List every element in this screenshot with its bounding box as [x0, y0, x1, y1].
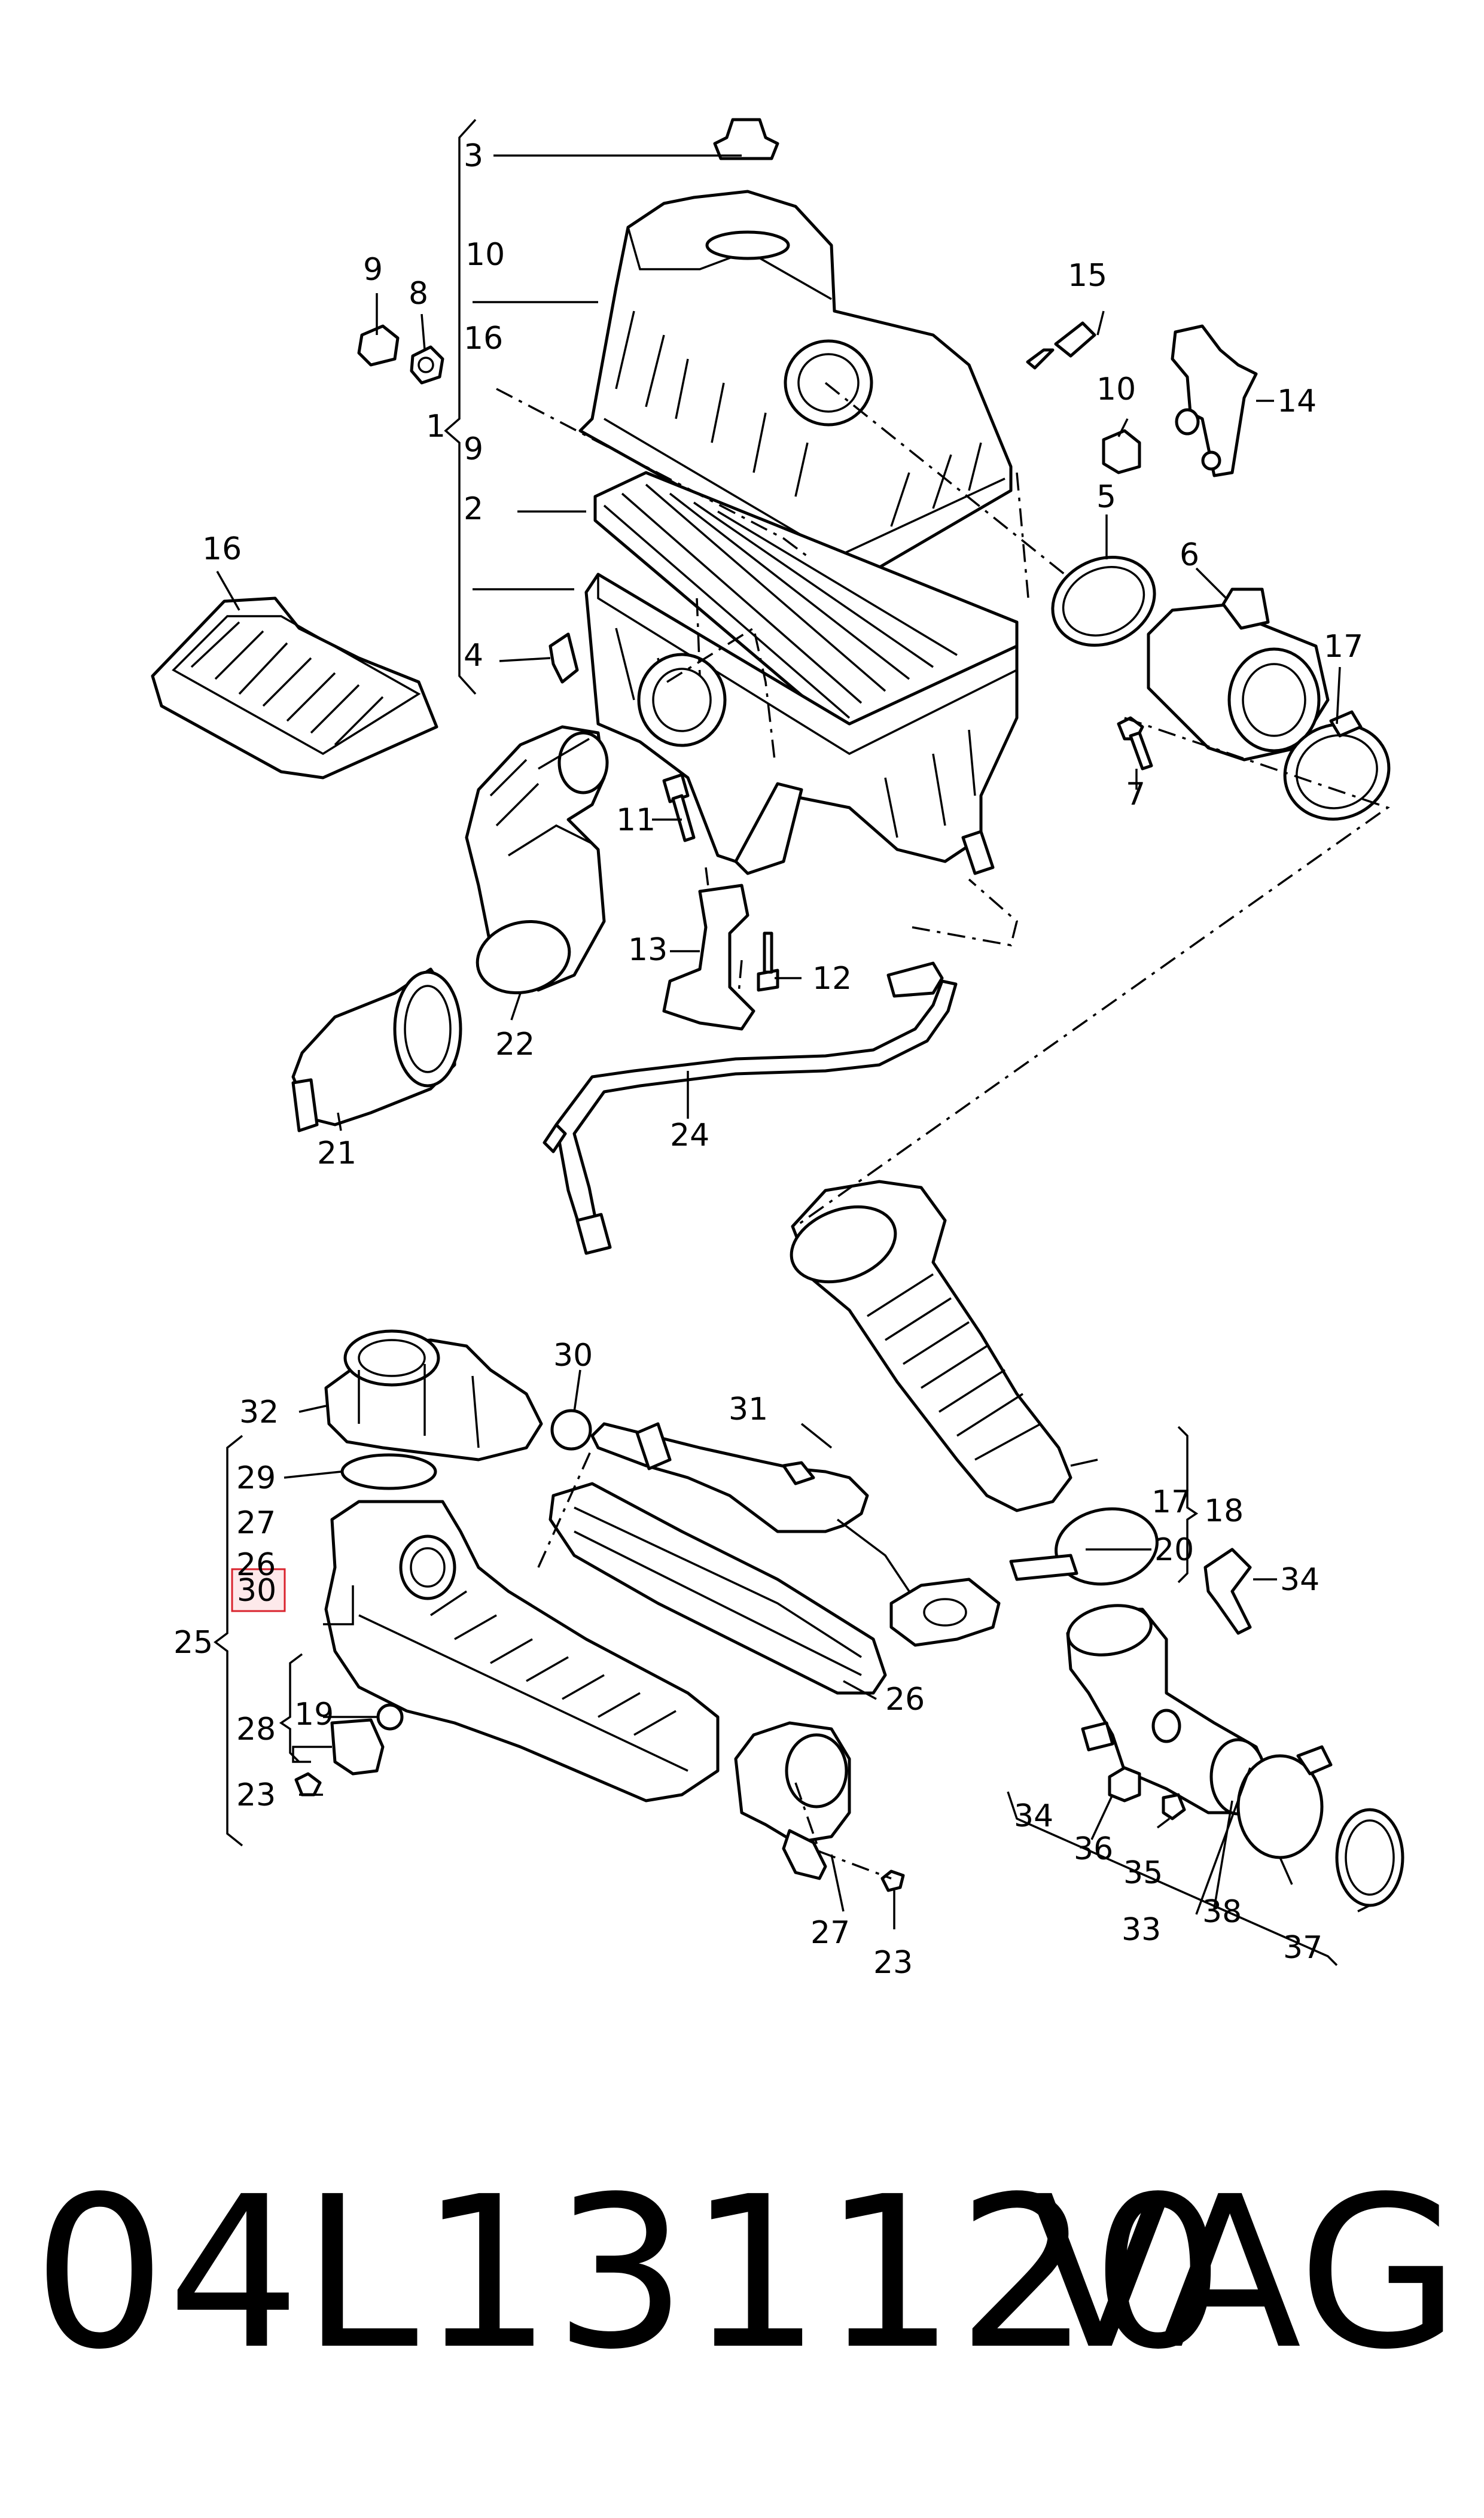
braces	[214, 1426, 1338, 1966]
callout-27-left: 27	[236, 1505, 276, 1541]
callout-31: 31	[729, 1392, 768, 1427]
air-inlet-port	[637, 653, 727, 747]
intake-hose-elbow	[465, 725, 606, 992]
callout-10-top: 10	[465, 237, 505, 273]
highlight-box	[231, 1568, 286, 1612]
callout-26-left: 26	[236, 1547, 276, 1583]
callout-9-top: 9	[363, 252, 383, 288]
cap-grommet	[713, 118, 779, 160]
callout-37: 37	[1283, 1930, 1323, 1966]
callout-18: 18	[1204, 1493, 1244, 1529]
rubber-grommet	[357, 324, 400, 367]
callout-13: 13	[628, 932, 668, 968]
callout-32: 32	[239, 1395, 279, 1430]
mass-air-flow-sensor-group	[1026, 321, 1391, 821]
callout-7: 7	[1126, 777, 1145, 812]
callout-26-right: 26	[885, 1682, 925, 1718]
rubber-mount	[1102, 429, 1141, 474]
callout-16-left: 16	[202, 531, 242, 567]
callout-21: 21	[317, 1135, 356, 1171]
screw	[294, 1772, 322, 1797]
egr-pipe-flange	[889, 1578, 1001, 1647]
callout-6: 6	[1180, 537, 1199, 573]
nut	[1108, 1766, 1141, 1803]
callout-24: 24	[670, 1118, 709, 1153]
callout-1: 1	[426, 409, 446, 444]
callout-2: 2	[464, 491, 483, 527]
callout-14: 14	[1277, 383, 1317, 419]
pre-filter-insert	[151, 596, 438, 780]
o-ring	[550, 1409, 592, 1451]
callout-23-left: 23	[236, 1777, 276, 1813]
hose-connector	[886, 961, 944, 998]
footer: 04L131120 VAG	[0, 2148, 1484, 2435]
callout-17-top: 17	[1324, 629, 1363, 665]
bracket-breather-group	[543, 773, 958, 1255]
part-number: 04L131120	[33, 2151, 1226, 2395]
exploded-parts-diagram: 3 10 16 9 8 1 9 2 4 15 10 14 5 6 17 7 16…	[151, 118, 1404, 1981]
callout-11: 11	[616, 802, 656, 838]
callout-16-top: 16	[464, 321, 503, 357]
callout-20: 20	[1154, 1532, 1194, 1568]
callout-9-mid: 9	[464, 431, 483, 467]
pressure-sensor	[1203, 1548, 1252, 1635]
bolt	[1054, 321, 1096, 358]
pressure-temperature-sensor	[330, 1718, 385, 1776]
callout-34-right: 34	[1280, 1562, 1320, 1598]
callout-labels: 3 10 16 9 8 1 9 2 4 15 10 14 5 6 17 7 16…	[173, 138, 1363, 1981]
clip	[548, 632, 579, 684]
callout-25: 25	[173, 1625, 213, 1661]
callout-33: 33	[1122, 1912, 1161, 1948]
callout-34-bottom: 34	[1014, 1798, 1053, 1834]
callout-30-highlighted: 30	[237, 1573, 276, 1609]
gasket	[340, 1453, 437, 1490]
air-filter-lower-housing	[584, 573, 1019, 863]
callout-10-right: 10	[1096, 372, 1136, 407]
callout-36: 36	[1074, 1831, 1113, 1867]
air-filter-housing-group	[151, 118, 1019, 875]
leader-lines	[216, 154, 1370, 1929]
charge-air-hose-group	[790, 1180, 1404, 1907]
callout-8: 8	[409, 276, 428, 312]
hose-clamp	[1055, 1507, 1159, 1586]
callout-23-right: 23	[873, 1945, 913, 1981]
callout-15: 15	[1068, 258, 1107, 294]
brand-name: VAG	[1028, 2151, 1460, 2395]
callout-19: 19	[294, 1697, 334, 1733]
callout-5: 5	[1096, 479, 1116, 515]
callout-38: 38	[1202, 1894, 1242, 1930]
spacer-sleeve	[410, 345, 444, 385]
callout-28: 28	[236, 1712, 276, 1747]
o-ring	[376, 1703, 404, 1731]
screw	[1162, 1793, 1186, 1820]
callout-29: 29	[236, 1460, 276, 1496]
mounting-bracket	[1171, 324, 1258, 477]
breather-hose	[554, 979, 958, 1240]
callout-17-bottom: 17	[1151, 1484, 1191, 1520]
intake-hose-group	[291, 725, 609, 1132]
callout-27-right: 27	[810, 1915, 850, 1951]
intake-manifold-group	[294, 1329, 1001, 1892]
hose-clamp	[1283, 723, 1391, 821]
support-bracket	[662, 884, 755, 1031]
screw	[880, 1870, 905, 1892]
callout-3: 3	[464, 138, 483, 174]
callout-22: 22	[495, 1027, 535, 1062]
hose-clamp	[476, 919, 571, 995]
callout-35: 35	[1123, 1855, 1163, 1891]
callout-30-top: 30	[553, 1338, 593, 1374]
callout-12: 12	[812, 961, 852, 997]
callout-4: 4	[464, 638, 483, 674]
connector-lines	[496, 382, 1390, 1880]
